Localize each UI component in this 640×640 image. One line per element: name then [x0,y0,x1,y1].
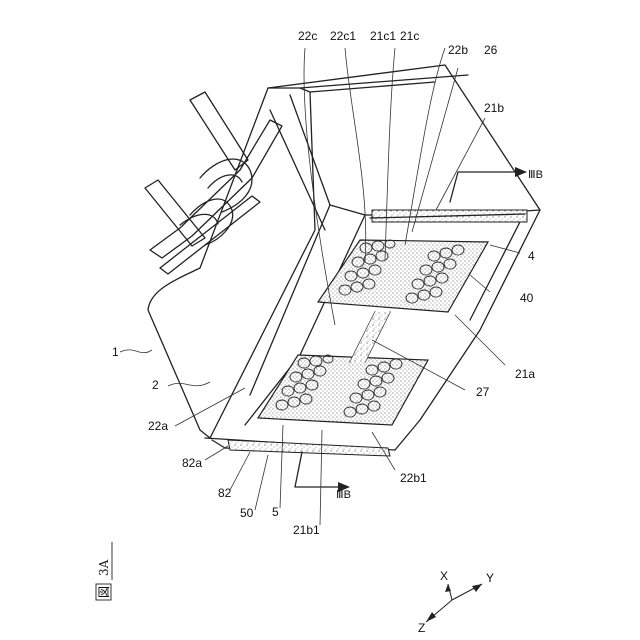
section-arrow-top [450,167,527,202]
label-2: 2 [152,378,159,392]
label-22b: 22b [448,43,468,57]
label-22a: 22a [148,419,168,433]
axis-y-label: Y [486,571,494,585]
label-21b1: 21b1 [293,523,320,537]
label-22c1: 22c1 [330,29,356,43]
axis-z-label: Z [418,621,425,635]
label-22b1: 22b1 [400,471,427,485]
label-IIIB-top: ⅢB [528,169,543,181]
figure-number: 3A [97,559,111,576]
axis-x-label: X [440,569,448,583]
label-27: 27 [476,385,490,399]
label-21c1: 21c1 [370,29,396,43]
upper-heat-panel [318,240,488,312]
label-21c: 21c [400,29,419,43]
label-1: 1 [112,345,119,359]
axis-triad: Z X Y [418,569,494,635]
label-26: 26 [484,43,498,57]
label-5: 5 [272,505,279,519]
label-50: 50 [240,506,254,520]
section-arrow-bottom [295,452,350,492]
figure-caption: 図 3A [96,542,112,600]
label-22c: 22c [298,29,317,43]
label-21a: 21a [515,367,535,381]
figure-kanji: 図 [97,586,111,598]
lower-heat-panel [258,355,428,425]
label-82: 82 [218,486,232,500]
label-4: 4 [528,249,535,263]
label-IIIB-bottom: ⅢB [336,489,351,501]
label-40: 40 [520,291,534,305]
pipe-assembly [145,92,282,274]
label-82a: 82a [182,456,202,470]
label-21b: 21b [484,101,504,115]
